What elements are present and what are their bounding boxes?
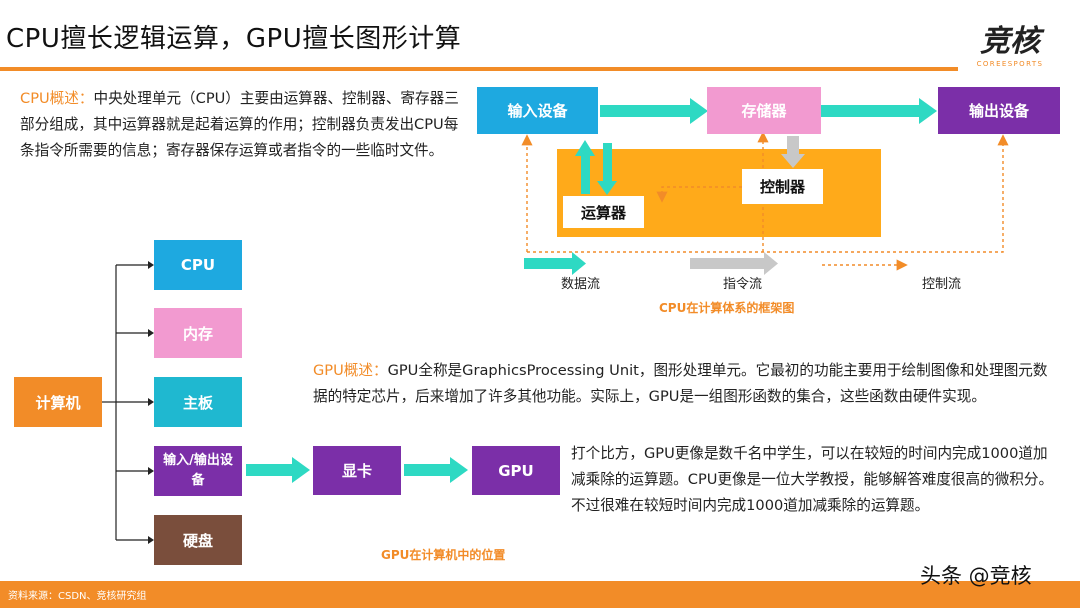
arrow-graphics-card-to-gpu: [404, 457, 468, 483]
gpu-overview: GPU概述：GPU全称是GraphicsProcessing Unit，图形处理…: [313, 358, 1061, 410]
legend-instruction-label: 指令流: [723, 277, 763, 292]
footer-bar: [0, 581, 1080, 608]
controller-box: 控制器: [742, 169, 823, 204]
tree-memory-box: 内存: [154, 308, 242, 358]
input-device-box: 输入设备: [477, 87, 598, 134]
arrow-storage-to-controller: [781, 136, 805, 168]
logo-text: 竞核: [980, 24, 1040, 59]
legend-data-flow-arrow: [524, 252, 586, 275]
cpu-diagram-caption: CPU在计算体系的框架图: [659, 301, 795, 315]
storage-box: 存储器: [707, 87, 821, 134]
tree-io-device-box: 输入/输出设备: [154, 446, 242, 496]
computer-box: 计算机: [14, 377, 102, 427]
cpu-overview-lead: CPU概述：: [20, 90, 94, 107]
legend-data-flow-label: 数据流: [561, 277, 601, 292]
watermark: 头条 @竞核: [920, 564, 1032, 588]
alu-box: 运算器: [563, 196, 644, 228]
arrow-alu-to-input: [575, 140, 595, 194]
gpu-position-caption: GPU在计算机中的位置: [381, 548, 506, 562]
arrow-input-to-storage: [600, 98, 708, 124]
legend-instruction-arrow: [690, 252, 778, 275]
legend-control-label: 控制流: [922, 277, 962, 292]
graphics-card-box: 显卡: [313, 446, 401, 495]
gpu-overview-body: GPU全称是GraphicsProcessing Unit，图形处理单元。它最初…: [313, 362, 1048, 405]
tree-disk-box: 硬盘: [154, 515, 242, 565]
arrow-storage-to-output: [821, 98, 937, 124]
analogy-text: 打个比方，GPU更像是数千名中学生，可以在较短的时间内完成1000道加减乘除的运…: [571, 445, 1054, 514]
cpu-overview-body: 中央处理单元（CPU）主要由运算器、控制器、寄存器三部分组成，其中运算器就是起着…: [20, 90, 459, 159]
title-underline: [0, 67, 958, 71]
gpu-overview-lead: GPU概述：: [313, 362, 388, 379]
page-title: CPU擅长逻辑运算，GPU擅长图形计算: [6, 24, 462, 54]
output-device-box: 输出设备: [938, 87, 1060, 134]
tree-cpu-box: CPU: [154, 240, 242, 290]
tree-connectors: [102, 264, 148, 541]
tree-motherboard-box: 主板: [154, 377, 242, 427]
gpu-box: GPU: [472, 446, 560, 495]
arrow-io-to-graphics-card: [246, 457, 310, 483]
brand-logo: 竞核 COREESPORTS: [960, 24, 1060, 69]
control-flow-lines: [521, 131, 1009, 253]
cpu-overview: CPU概述：中央处理单元（CPU）主要由运算器、控制器、寄存器三部分组成，其中运…: [20, 86, 462, 164]
tree-arrowheads: [148, 261, 154, 544]
arrow-into-alu: [597, 143, 617, 195]
logo-subtext: COREESPORTS: [976, 60, 1044, 68]
source-note: 资料来源：CSDN、竞核研究组: [8, 591, 147, 602]
